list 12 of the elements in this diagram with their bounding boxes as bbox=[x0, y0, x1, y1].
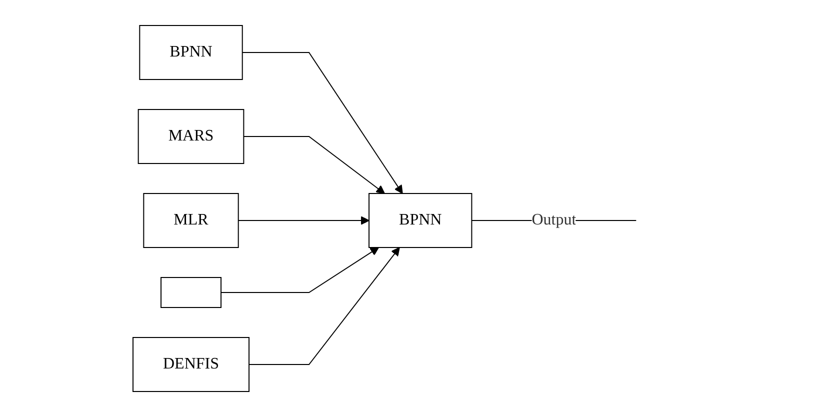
arrow bbox=[248, 247, 400, 365]
arrow bbox=[242, 52, 403, 194]
arrow bbox=[220, 247, 379, 293]
node-box: DENFIS bbox=[132, 337, 250, 392]
node-box bbox=[160, 277, 222, 308]
arrow bbox=[238, 216, 370, 225]
node-box: BPNN bbox=[368, 193, 472, 248]
arrow bbox=[243, 136, 385, 194]
node-box: MARS bbox=[138, 109, 244, 164]
node-box: BPNN bbox=[139, 25, 243, 80]
node-box: MLR bbox=[143, 193, 239, 248]
edge-label: Output bbox=[532, 212, 576, 228]
